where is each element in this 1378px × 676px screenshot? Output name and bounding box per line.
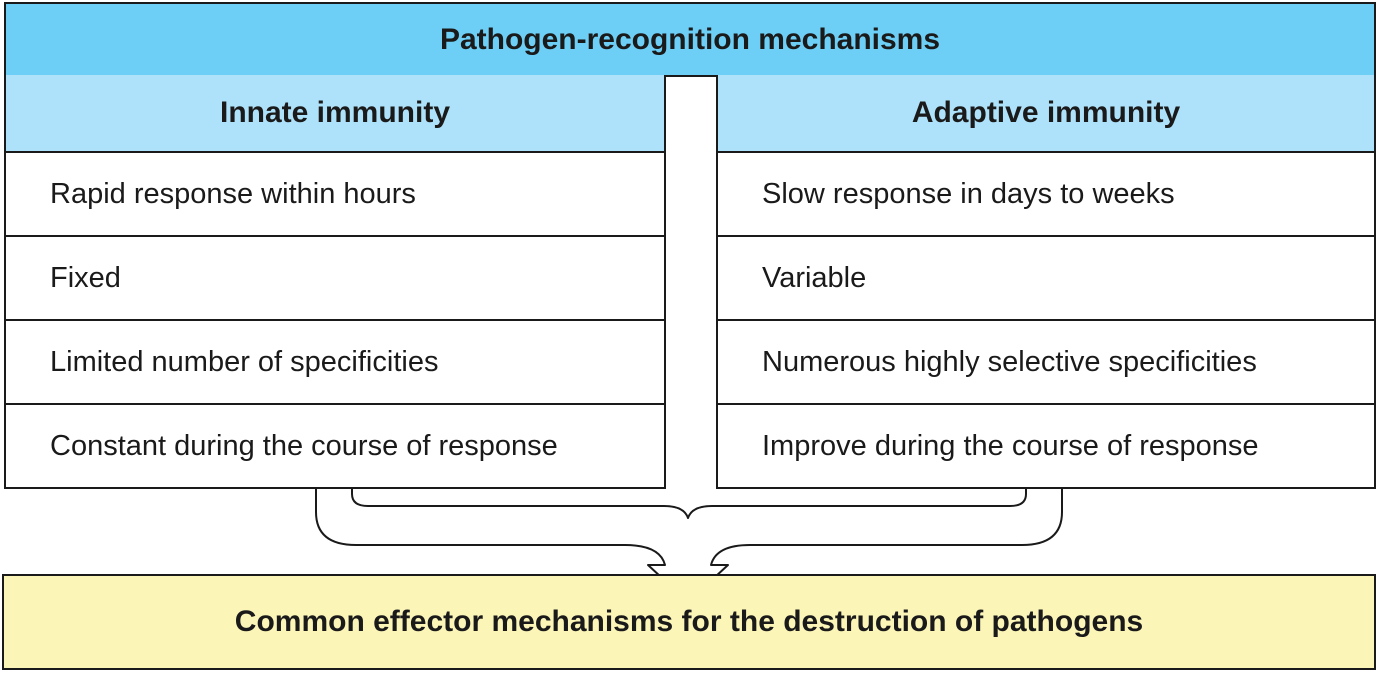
innate-item-text: Constant during the course of response	[50, 429, 558, 462]
header-title: Pathogen-recognition mechanisms	[439, 22, 941, 56]
innate-item-text: Limited number of specificities	[50, 345, 439, 378]
adaptive-title: Adaptive immunity	[911, 96, 1181, 129]
innate-row: Rapid response within hours	[4, 153, 666, 237]
adaptive-row: Slow response in days to weeks	[716, 153, 1376, 237]
pathogen-recognition-header: Pathogen-recognition mechanisms	[4, 2, 1376, 77]
innate-row: Limited number of specificities	[4, 321, 666, 405]
innate-immunity-column: Innate immunity Rapid response within ho…	[4, 75, 666, 489]
innate-row: Constant during the course of response	[4, 405, 666, 489]
adaptive-immunity-header: Adaptive immunity	[716, 75, 1376, 153]
innate-item-text: Rapid response within hours	[50, 177, 416, 210]
adaptive-item-text: Slow response in days to weeks	[762, 177, 1175, 210]
innate-row: Fixed	[4, 237, 666, 321]
effector-title: Common effector mechanisms for the destr…	[234, 605, 1144, 638]
adaptive-item-text: Improve during the course of response	[762, 429, 1259, 462]
innate-immunity-header: Innate immunity	[4, 75, 666, 153]
adaptive-row: Variable	[716, 237, 1376, 321]
innate-title: Innate immunity	[219, 96, 451, 129]
adaptive-item-text: Numerous highly selective specificities	[762, 345, 1257, 378]
adaptive-row: Improve during the course of response	[716, 405, 1376, 489]
adaptive-item-text: Variable	[762, 261, 867, 294]
innate-item-text: Fixed	[50, 261, 121, 294]
adaptive-immunity-column: Adaptive immunity Slow response in days …	[716, 75, 1376, 489]
adaptive-row: Numerous highly selective specificities	[716, 321, 1376, 405]
effector-mechanisms-box: Common effector mechanisms for the destr…	[2, 574, 1376, 670]
